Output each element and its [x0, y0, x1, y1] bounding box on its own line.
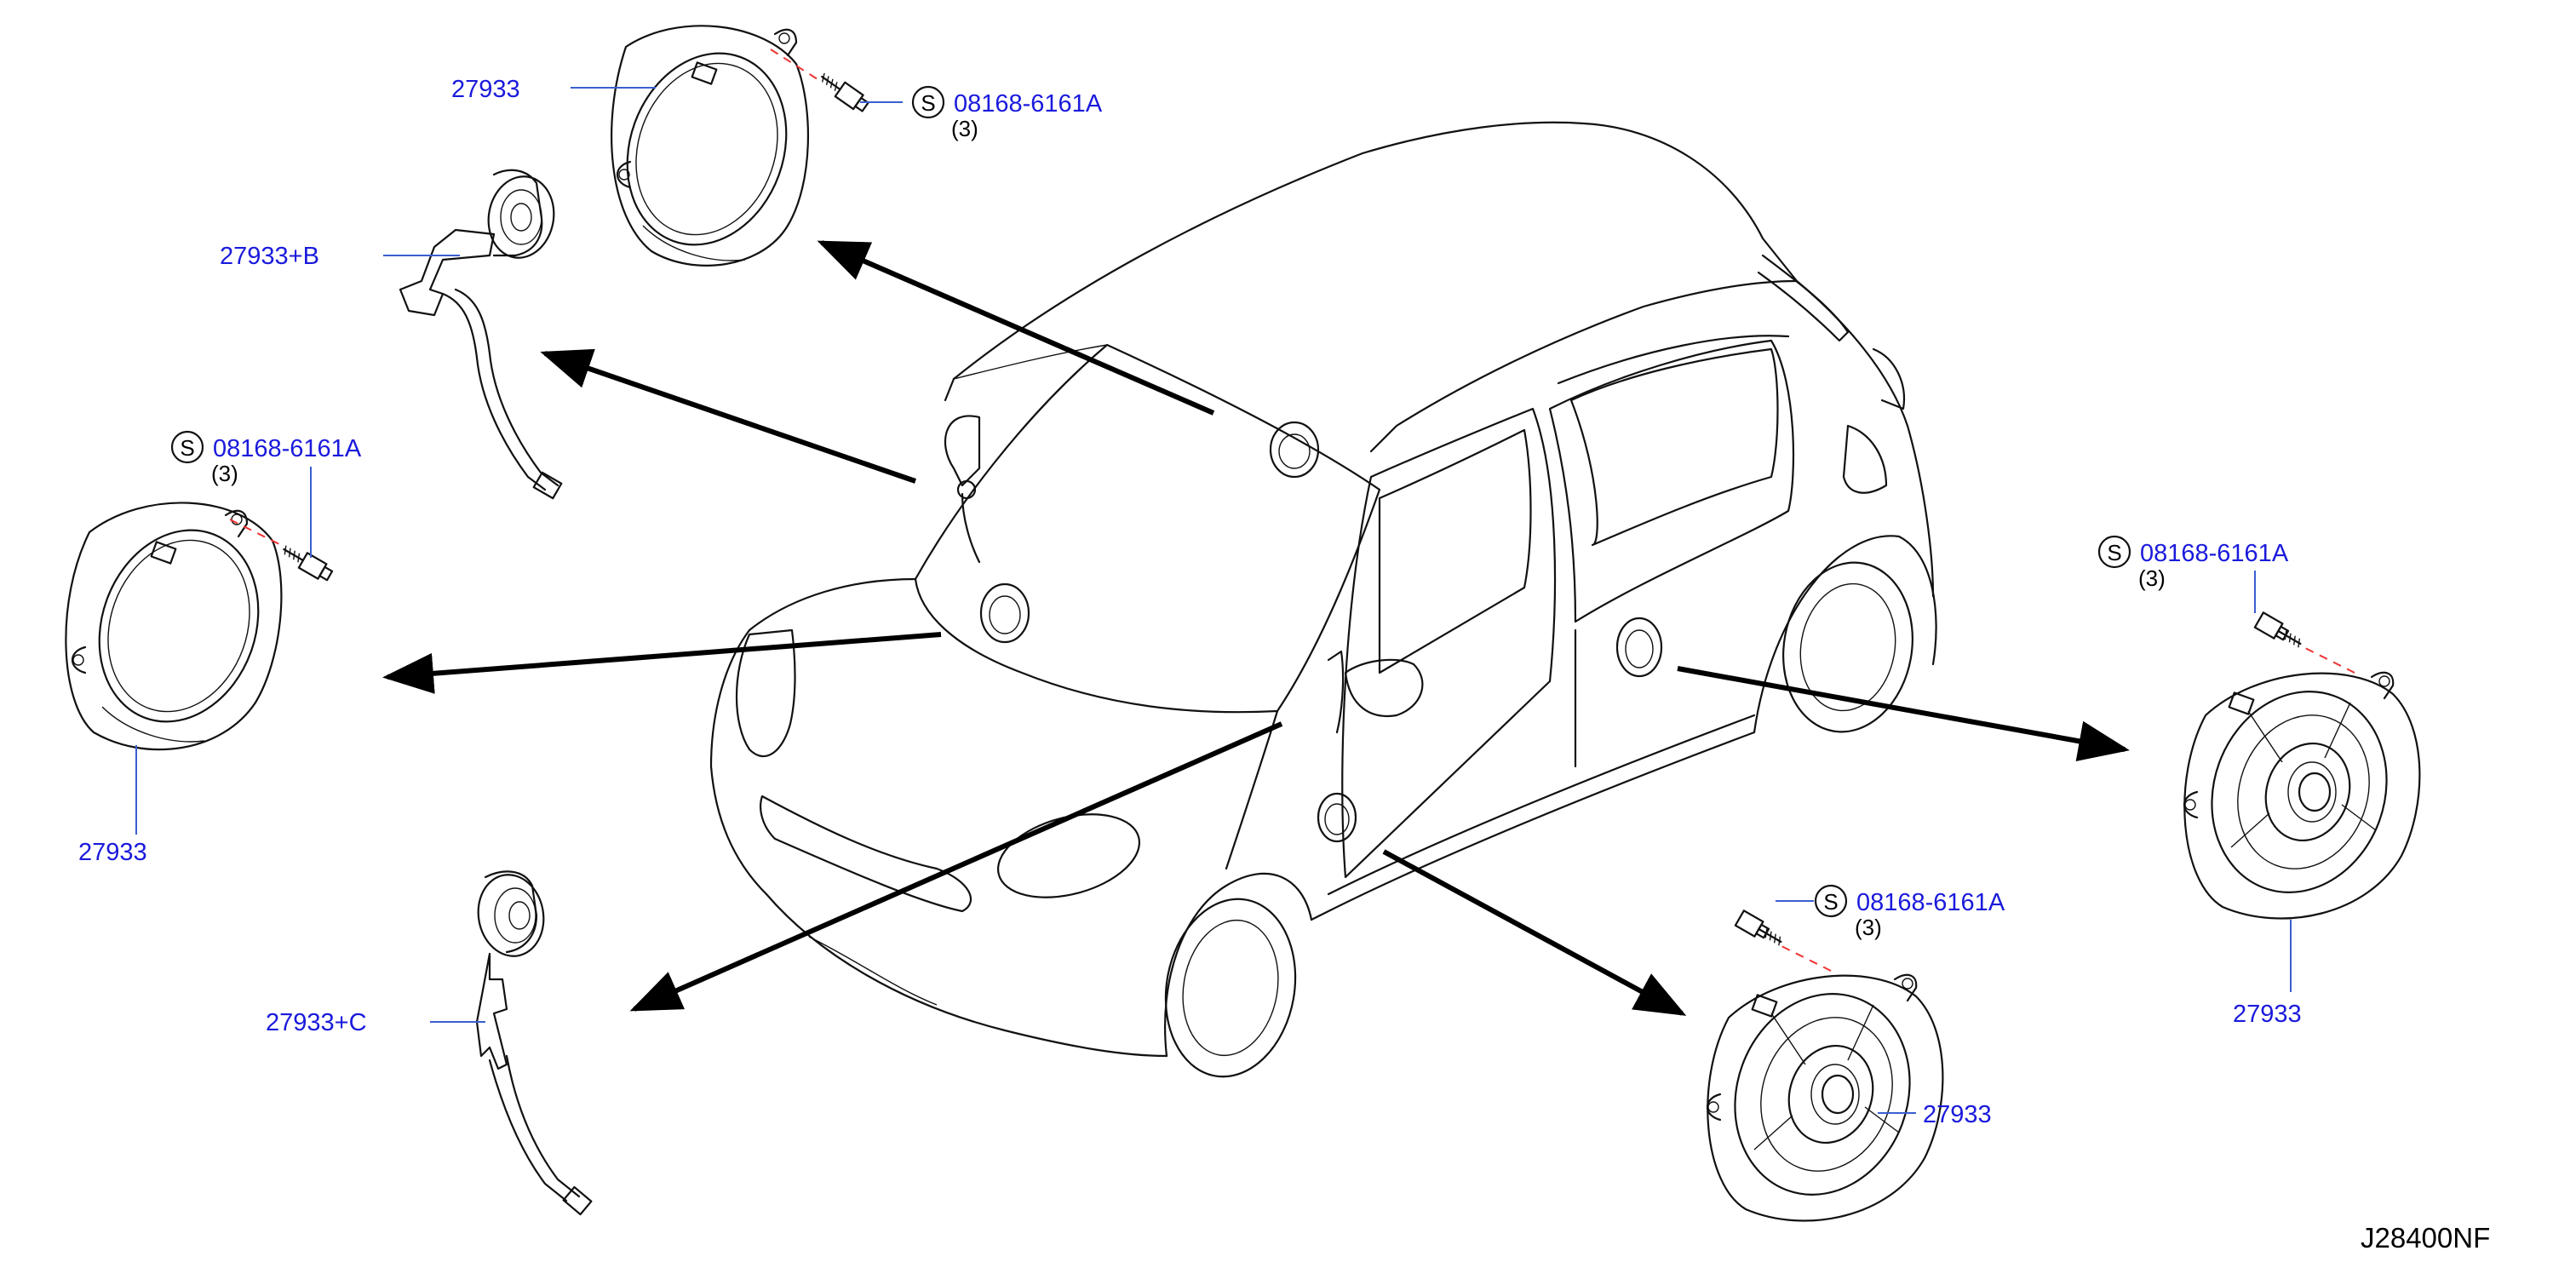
- label-tweeter-c: 27933+C: [266, 1009, 367, 1036]
- s-symbol-top: [911, 85, 945, 119]
- label-bottom-speaker: 27933: [1923, 1101, 1992, 1128]
- speaker-bottom: [1706, 973, 1944, 1222]
- screw-part-left: 08168-6161A: [213, 435, 362, 462]
- screw-right: S 08168-6161A (3): [2097, 535, 2355, 674]
- label-right-speaker: 27933: [2233, 1001, 2302, 1028]
- mount-right-door-tweeter: [1327, 650, 1345, 734]
- screw-qty-top: (3): [951, 116, 978, 141]
- arrow-to-tweeter-c: [629, 721, 1283, 1012]
- screw-part-bottom: 08168-6161A: [1856, 889, 2005, 916]
- screw-symbol-top: S: [921, 90, 935, 116]
- screw-qty-right: (3): [2138, 565, 2166, 591]
- screw-top: S 08168-6161A (3): [770, 49, 1103, 141]
- mount-left-front-speaker: [979, 582, 1030, 644]
- mount-front-door-speaker: [1317, 792, 1357, 843]
- speaker-left: [65, 502, 283, 751]
- speaker-right: [2183, 671, 2421, 920]
- screw-symbol-bottom: S: [1823, 889, 1838, 915]
- callout-arrows: [382, 240, 2130, 1016]
- screw-qty-bottom: (3): [1855, 915, 1882, 940]
- tweeter-c: [475, 870, 593, 1216]
- arrow-to-right-speaker: [1677, 666, 2130, 762]
- arrow-to-left-speaker: [382, 632, 942, 694]
- mount-top-speaker: [1269, 421, 1320, 479]
- screw-symbol-left: S: [180, 435, 194, 461]
- arrow-to-tweeter-b: [540, 348, 916, 484]
- screw-qty-left: (3): [211, 461, 238, 486]
- arrow-to-bottom-speaker: [1382, 849, 1687, 1016]
- screw-left: S 08168-6161A (3): [170, 430, 362, 582]
- label-top-speaker: 27933: [451, 76, 520, 103]
- screw-bottom: S 08168-6161A (3): [1734, 884, 2005, 972]
- arrow-to-top-speaker: [817, 240, 1215, 416]
- speaker-top: [611, 25, 810, 267]
- label-left-speaker: 27933: [78, 839, 147, 866]
- car-outline: [709, 121, 1937, 1078]
- mount-rear-door-speaker: [1615, 617, 1663, 678]
- screw-part-top: 08168-6161A: [954, 90, 1103, 118]
- screw-part-right: 08168-6161A: [2140, 540, 2289, 567]
- mount-front-door-tweeter: [944, 415, 981, 564]
- screw-symbol-right: S: [2107, 540, 2121, 565]
- label-tweeter-b: 27933+B: [220, 243, 319, 270]
- diagram-code: J28400NF: [2361, 1222, 2490, 1254]
- tweeter-b: [399, 169, 563, 500]
